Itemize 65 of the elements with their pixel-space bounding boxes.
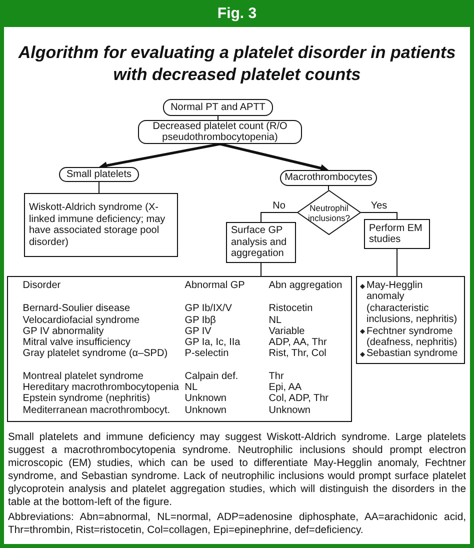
table-entry: Hereditary macrothrombocytopenia <box>22 382 179 394</box>
table-entry: GP IV <box>184 326 212 338</box>
connector-line <box>260 262 262 276</box>
process-box <box>24 193 178 257</box>
table-entry: ADP, AA, Thr <box>268 337 327 348</box>
table-entry: Epi, AA <box>268 382 302 394</box>
column-header: Abn aggregation <box>268 280 342 292</box>
abbreviations-note: Abbreviations: Abn=abnormal, NL=normal, ADP=adenosine diphosphate, AA=arachidonic acid, Thr=thrombin, Rist=ristocetin, Col=collagen, Epi=epinephrine, def=deficiency. <box>8 510 466 537</box>
caption-text: Small platelets and immune deficiency may suggest Wiskott-Aldrich syndrome. Large platelets suggest a macrothrombocytopenia syndrome. Neutrophilic inclusions should prompt electron microscopic (EM) studies, which can be used to differentiate May-Hegglin anomaly, Fechtner syndrome, and Sebastian syndrome. Lack of neutrophilic inclusions would prompt surface platelet glycoprotein analysis and platelet aggregation studies, which will distinguish the disorders in the table at the bottom-left of the figure. <box>8 431 466 510</box>
list-box <box>356 276 465 364</box>
list-item: May-Hegglin anomaly (characteristic inclusions, nephritis) <box>366 280 458 326</box>
node-text: Macrothrombocytes <box>284 172 372 184</box>
column-header: Disorder <box>22 280 61 292</box>
table-entry: Thr <box>268 370 284 382</box>
table-box <box>7 276 352 422</box>
table-entry: Calpain def. <box>184 370 238 382</box>
connector-line <box>328 186 329 190</box>
table-entry: Col, ADP, Thr <box>268 393 328 405</box>
connector-line <box>260 212 298 222</box>
table-entry: Variable <box>268 326 305 338</box>
node-text: Neutrophil inclusions? <box>307 202 351 222</box>
table-entry: Montreal platelet syndrome <box>22 370 144 382</box>
edge-label: No <box>272 200 286 211</box>
node-text: Perform EM studies <box>369 222 424 246</box>
edge-label: Yes <box>370 200 388 211</box>
process-box <box>364 219 430 249</box>
connector-line <box>98 182 100 194</box>
node-text: Small platelets <box>66 168 132 180</box>
table-entry: Mitral valve insufficiency <box>22 337 130 348</box>
table-entry: NL <box>268 314 282 326</box>
table-entry: Bernard-Soulier disease <box>22 303 130 315</box>
table-entry: Rist, Thr, Col <box>268 348 326 360</box>
table-entry: P-selectin <box>184 348 229 360</box>
node-text: Decreased platelet count (R/O pseudothrombocytopenia) <box>152 120 288 144</box>
arrow <box>220 142 328 172</box>
rounded-box <box>138 120 302 144</box>
table-entry: GP Ia, Ic, IIa <box>184 337 240 348</box>
node-text: Wiskott-Aldrich syndrome (X-linked immune deficiency; may have associated storage pool disorder) <box>29 202 166 248</box>
rounded-box <box>280 170 377 186</box>
table-entry: Ristocetin <box>268 303 313 315</box>
connector-line <box>396 248 398 276</box>
table-entry: GP Ib/IX/V <box>184 303 232 315</box>
table-entry: Epstein syndrome (nephritis) <box>22 393 150 405</box>
table-entry: Velocardiofacial syndrome <box>22 314 140 326</box>
table-entry: Unknown <box>184 393 226 405</box>
connector-line <box>360 212 398 220</box>
rounded-box <box>59 167 139 182</box>
arrow <box>99 142 220 170</box>
column-header: Abnormal GP <box>184 280 245 292</box>
table-entry: GP IV abnormality <box>22 326 104 338</box>
list-item: Sebastian syndrome <box>366 348 458 360</box>
table-entry: Mediterranean macrothrombocyt. <box>22 404 170 416</box>
rounded-box <box>163 99 273 116</box>
node-text: Normal PT and APTT <box>170 102 266 114</box>
list-item: Fechtner syndrome (deafness, nephritis) <box>366 326 458 348</box>
diagram-title: Algorithm for evaluating a platelet disorder in patients with decreased platelet counts <box>17 42 457 86</box>
table-entry: Gray platelet syndrome (α–SPD) <box>22 348 168 360</box>
process-box <box>226 222 296 263</box>
table-entry: Unknown <box>268 404 310 416</box>
decision-diamond <box>297 190 361 235</box>
table-entry: NL <box>184 382 198 394</box>
node-text: Surface GP analysis and aggregation <box>231 225 288 260</box>
figure-number: Fig. 3 <box>217 4 257 22</box>
table-entry: GP Ibβ <box>184 314 216 326</box>
table-entry: Unknown <box>184 404 226 416</box>
